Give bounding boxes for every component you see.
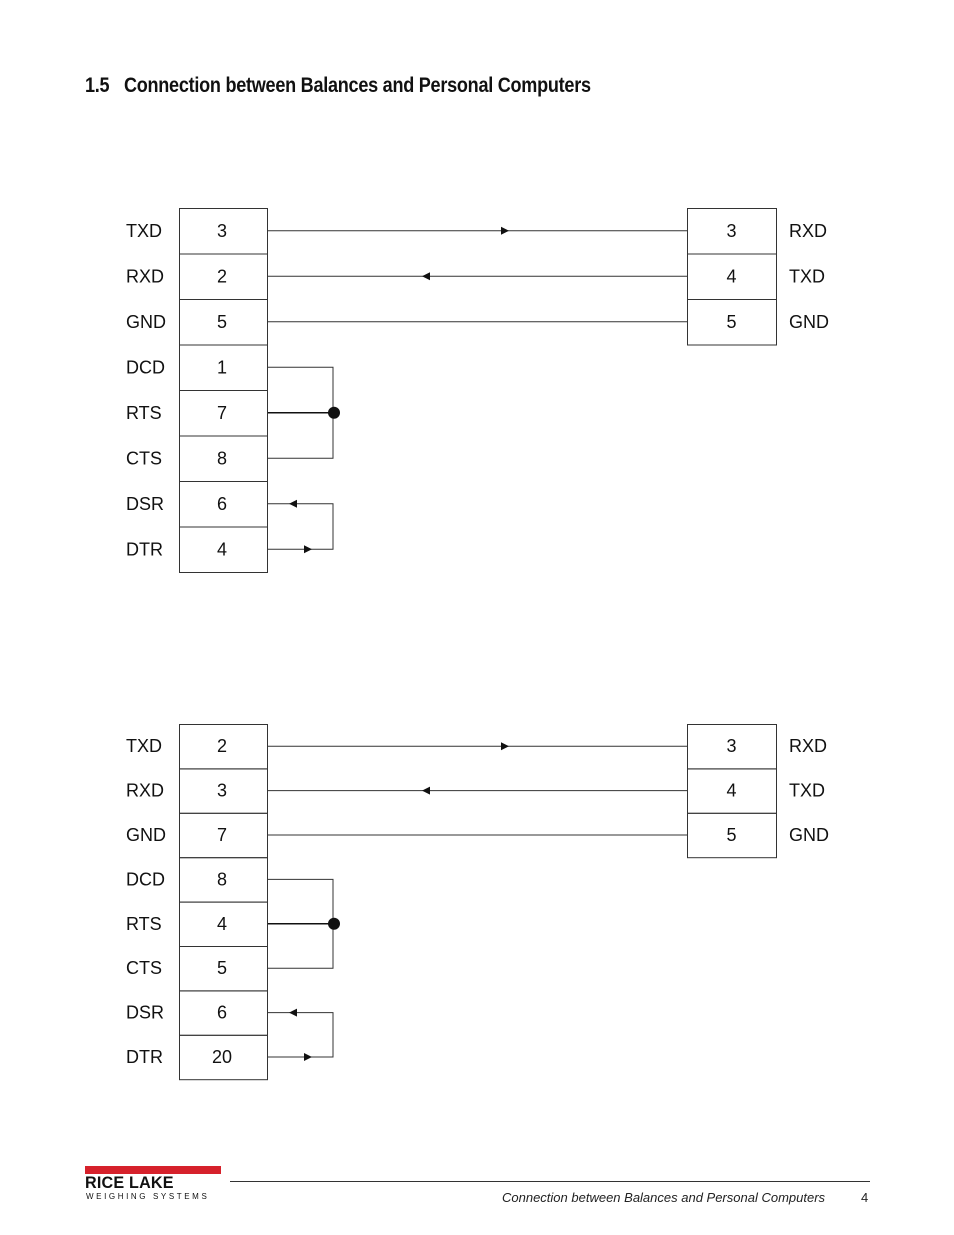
arrow-left-icon xyxy=(422,272,430,281)
left-signal-label: CTS xyxy=(126,448,162,468)
left-pin-number: 7 xyxy=(217,403,227,423)
left-signal-label: DCD xyxy=(126,357,165,377)
logo-tagline: WEIGHING SYSTEMS xyxy=(86,1192,210,1201)
left-signal-label: CTS xyxy=(126,958,162,978)
page-title: 1.5 Connection between Balances and Perso… xyxy=(85,74,591,98)
arrow-left-icon xyxy=(289,1008,297,1017)
right-signal-label: TXD xyxy=(789,781,825,801)
arrow-right-icon xyxy=(501,742,509,751)
left-signal-label: DTR xyxy=(126,539,163,559)
right-pin-number: 4 xyxy=(726,781,736,801)
left-signal-label: TXD xyxy=(126,221,162,241)
left-pin-number: 20 xyxy=(212,1047,232,1067)
left-signal-label: GND xyxy=(126,312,166,332)
section-number: 1.5 xyxy=(85,74,110,97)
left-signal-label: GND xyxy=(126,825,166,845)
right-pin-number: 4 xyxy=(726,266,736,286)
rice-lake-logo-icon: RICE LAKE WEIGHING SYSTEMS xyxy=(85,1166,225,1202)
footer-section-title: Connection between Balances and Personal… xyxy=(502,1190,826,1205)
left-signal-label: DSR xyxy=(126,1003,164,1023)
left-signal-label: TXD xyxy=(126,736,162,756)
right-pin-number: 5 xyxy=(726,825,736,845)
right-pin-number: 3 xyxy=(726,736,736,756)
dsr-dtr-loop xyxy=(268,1012,334,1058)
arrow-right-icon xyxy=(304,1053,312,1061)
left-pin-number: 3 xyxy=(217,781,227,801)
dsr-dtr-loop xyxy=(268,503,334,550)
junction-dot-icon xyxy=(328,406,340,419)
left-signal-label: RTS xyxy=(126,403,162,423)
left-pin-number: 8 xyxy=(217,448,227,468)
left-signal-label: RXD xyxy=(126,266,164,286)
left-pin-number: 1 xyxy=(217,357,227,377)
left-pin-cell xyxy=(179,1034,268,1081)
page-number: 4 xyxy=(861,1190,869,1205)
right-signal-label: RXD xyxy=(789,221,827,241)
left-pin-number: 6 xyxy=(217,1003,227,1023)
section-title: Connection between Balances and Personal… xyxy=(123,74,591,97)
right-signal-label: RXD xyxy=(789,736,827,756)
left-pin-number: 4 xyxy=(217,914,227,934)
left-pin-number: 4 xyxy=(217,539,227,559)
right-pin-number: 3 xyxy=(726,221,736,241)
left-pin-cell xyxy=(179,526,268,573)
junction-dot-icon xyxy=(328,917,340,930)
left-signal-label: RXD xyxy=(126,781,164,801)
left-pin-number: 8 xyxy=(217,869,227,889)
left-signal-label: DSR xyxy=(126,494,164,514)
right-signal-label: GND xyxy=(789,825,829,845)
logo-red-bar xyxy=(85,1166,221,1174)
left-pin-number: 3 xyxy=(217,221,227,241)
right-signal-label: TXD xyxy=(789,266,825,286)
arrow-left-icon xyxy=(289,499,297,508)
left-pin-number: 2 xyxy=(217,266,227,286)
logo-name: RICE LAKE xyxy=(85,1173,174,1192)
right-pin-cell xyxy=(687,812,777,859)
arrow-right-icon xyxy=(304,545,312,554)
left-pin-number: 6 xyxy=(217,494,227,514)
left-signal-label: DTR xyxy=(126,1047,163,1067)
left-signal-label: DCD xyxy=(126,869,165,889)
footer-divider xyxy=(230,1181,870,1182)
arrow-right-icon xyxy=(501,226,509,235)
right-signal-label: GND xyxy=(789,312,829,332)
left-pin-number: 5 xyxy=(217,312,227,332)
left-pin-number: 2 xyxy=(217,736,227,756)
left-pin-number: 5 xyxy=(217,958,227,978)
arrow-left-icon xyxy=(422,786,430,795)
right-pin-cell xyxy=(687,299,777,346)
left-pin-number: 7 xyxy=(217,825,227,845)
right-pin-number: 5 xyxy=(726,312,736,332)
left-signal-label: RTS xyxy=(126,914,162,934)
